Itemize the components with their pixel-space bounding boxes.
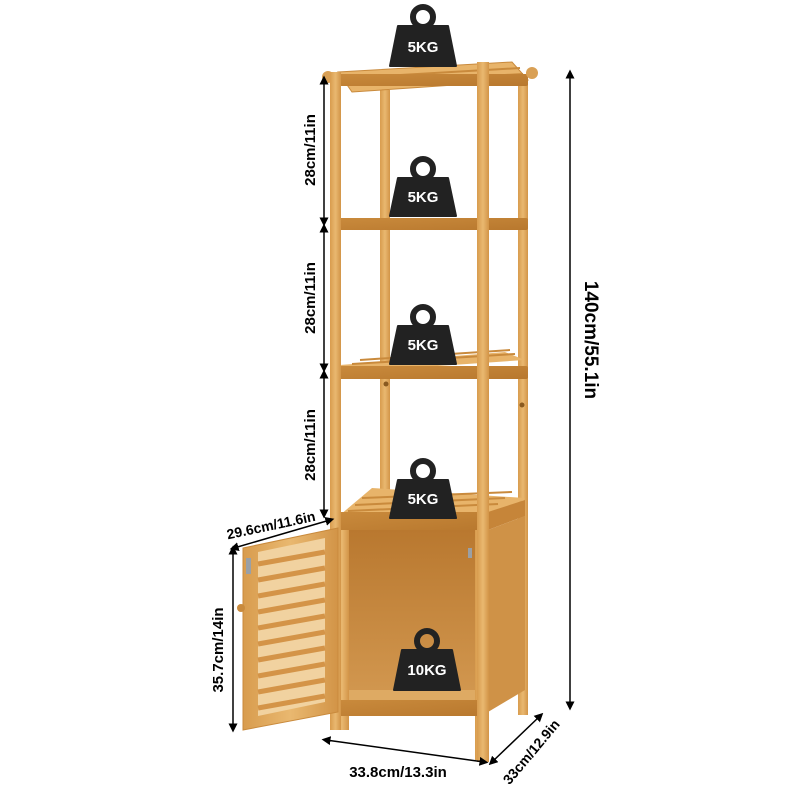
gap1-label: 28cm/11in <box>302 114 319 186</box>
weight-icon-shelf4: 5KG <box>389 458 457 519</box>
width-label: 33.8cm/13.3in <box>349 764 447 781</box>
dimension-lines <box>228 69 575 766</box>
cabinet-door <box>237 527 339 731</box>
weight-icon-shelf2: 5KG <box>389 156 457 217</box>
weight-label-top: 5KG <box>408 39 439 56</box>
gap2-label: 28cm/11in <box>302 262 319 334</box>
weight-icon-shelf3: 5KG <box>389 304 457 365</box>
weight-label-cabinet: 10KG <box>407 662 446 679</box>
weight-icon-cabinet: 10KG <box>393 628 461 691</box>
depth-label: 33cm/12.9in <box>500 716 563 787</box>
weight-label-shelf4: 5KG <box>408 491 439 508</box>
door-height-label: 35.7cm/14in <box>210 607 227 692</box>
total-height-label: 140cm/55.1in <box>580 281 601 399</box>
weight-label-shelf3: 5KG <box>408 337 439 354</box>
gap3-label: 28cm/11in <box>302 409 319 481</box>
bamboo-shelf-unit <box>237 61 538 762</box>
weight-icon-top: 5KG <box>389 4 457 67</box>
weight-label-shelf2: 5KG <box>408 189 439 206</box>
